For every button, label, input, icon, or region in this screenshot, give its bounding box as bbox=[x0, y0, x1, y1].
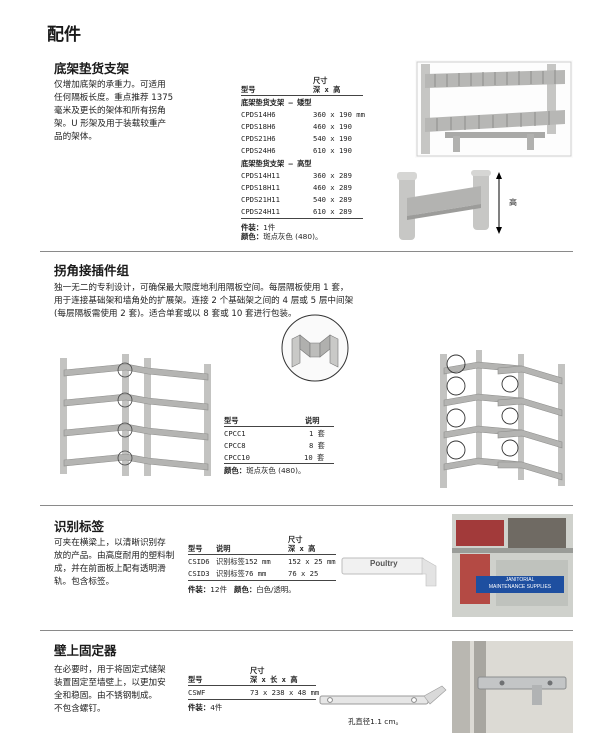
desc-line: 全和稳固。由不锈钢制成。 bbox=[54, 691, 158, 701]
desc-line: 可夹在横梁上，以清晰识别存 bbox=[54, 538, 166, 548]
desc-line: 任何隔板长度。重点推荐 1375 bbox=[54, 93, 174, 103]
desc-line: 架。U 形架及用于装载较重产 bbox=[54, 119, 167, 129]
section-divider bbox=[40, 251, 573, 252]
desc-line: 成，并在前面板上配有透明滑 bbox=[54, 564, 166, 574]
table-head-dims-top: 尺寸 bbox=[250, 666, 265, 675]
corner-shelving-right-photo bbox=[418, 344, 570, 492]
wall-bracket-photo bbox=[316, 684, 448, 718]
section-title-corner-connector: 拐角接插件组 bbox=[54, 263, 130, 278]
table-group-low: 底架垫货支架 – 矮型 bbox=[241, 98, 312, 107]
section-divider bbox=[40, 630, 573, 631]
table-rule bbox=[188, 554, 336, 555]
desc-line: 独一无二的专利设计，可确保最大限度地利用隔板空间。每层隔板使用 1 套， bbox=[54, 283, 349, 293]
table-head-model: 型号 bbox=[224, 416, 239, 425]
table-head-desc: 说明 bbox=[216, 544, 231, 553]
desc-line: 放的产品。由高度耐用的塑料制 bbox=[54, 551, 175, 561]
desc-line: 用于连接基础架和墙角处的扩展架。连接 2 个基础架之间的 4 层或 5 层中间架 bbox=[54, 296, 354, 306]
section-title-id-label: 识别标签 bbox=[54, 519, 105, 534]
table-head-model: 型号 bbox=[241, 85, 256, 94]
corner-shelving-left-photo bbox=[56, 350, 214, 480]
dunnage-pack-note: 件装：1件 bbox=[241, 223, 276, 232]
table-head-dims: 深 x 长 x 高 bbox=[250, 675, 298, 684]
table-rule bbox=[188, 699, 316, 700]
table-rule bbox=[224, 463, 334, 464]
table-rule bbox=[241, 95, 363, 96]
id-tag-text: Poultry bbox=[370, 559, 398, 568]
section-title-wall-mount: 壁上固定器 bbox=[54, 643, 117, 658]
hole-diameter-caption: 孔直径1.1 cm。 bbox=[348, 717, 403, 726]
section-desc-corner-connector: 独一无二的专利设计，可确保最大限度地利用隔板空间。每层隔板使用 1 套， 用于连… bbox=[54, 282, 353, 321]
id-tag-photo: Poultry bbox=[340, 552, 440, 590]
table-head-model: 型号 bbox=[188, 675, 203, 684]
table-group-high: 底架垫货支架 – 高型 bbox=[241, 159, 312, 168]
desc-line: 仅增加底架的承重力。可适用 bbox=[54, 80, 166, 90]
wall-mount-pack-note: 件装：4件 bbox=[188, 703, 223, 712]
table-head-dims-top: 尺寸 bbox=[288, 535, 303, 544]
page-title: 配件 bbox=[47, 25, 81, 45]
desc-line: 在必要时，用于将固定式储架 bbox=[54, 665, 166, 675]
dunnage-shelf-photo bbox=[415, 60, 573, 158]
table-head-dims: 深 x 高 bbox=[288, 544, 316, 553]
wall-mount-usage-photo bbox=[452, 641, 573, 733]
section-title-dunnage: 底架垫货支架 bbox=[54, 61, 130, 76]
table-rule bbox=[188, 580, 336, 581]
section-divider bbox=[40, 505, 573, 506]
table-rule bbox=[241, 218, 363, 219]
desc-line: 装置固定至墙壁上，以更加安 bbox=[54, 678, 166, 688]
table-rule bbox=[224, 426, 334, 427]
table-head-dims: 深 x 高 bbox=[313, 85, 341, 94]
section-desc-id-label: 可夹在横梁上，以清晰识别存 放的产品。由高度耐用的塑料制 成，并在前面板上配有透… bbox=[54, 537, 174, 589]
dunnage-stand-photo bbox=[393, 170, 508, 246]
id-label-usage-photo: JANITORIAL MAINTENANCE SUPPLIES bbox=[452, 514, 573, 617]
id-label-pack-color-note: 件装：12件 颜色：白色/透明。 bbox=[188, 585, 296, 594]
table-head-model: 型号 bbox=[188, 544, 203, 553]
height-label: 高 bbox=[509, 198, 517, 207]
dunnage-color-note: 颜色：斑点灰色 (480)。 bbox=[241, 232, 323, 241]
desc-line: 品的架体。 bbox=[54, 132, 97, 142]
desc-line: 轨。包含标签。 bbox=[54, 577, 115, 587]
desc-line: 毫米及更长的架体和所有拐角 bbox=[54, 106, 166, 116]
desc-line: 不包含螺钉。 bbox=[54, 704, 106, 714]
table-head-desc: 说明 bbox=[305, 416, 320, 425]
connector-color-note: 颜色：斑点灰色 (480)。 bbox=[224, 466, 306, 475]
connector-closeup-photo bbox=[280, 313, 350, 383]
section-desc-wall-mount: 在必要时，用于将固定式储架 装置固定至墙壁上，以更加安 全和稳固。由不锈钢制成。… bbox=[54, 664, 166, 716]
id-label-photo-label: JANITORIAL MAINTENANCE SUPPLIES bbox=[476, 576, 564, 593]
section-desc-dunnage: 仅增加底架的承重力。可适用 任何隔板长度。重点推荐 1375 毫米及更长的架体和… bbox=[54, 79, 173, 144]
table-rule bbox=[188, 685, 316, 686]
table-head-dims-top: 尺寸 bbox=[313, 76, 328, 85]
desc-line: (每层隔板需使用 2 套)。适合单套或以 8 套或 10 套进行包装。 bbox=[54, 309, 297, 319]
